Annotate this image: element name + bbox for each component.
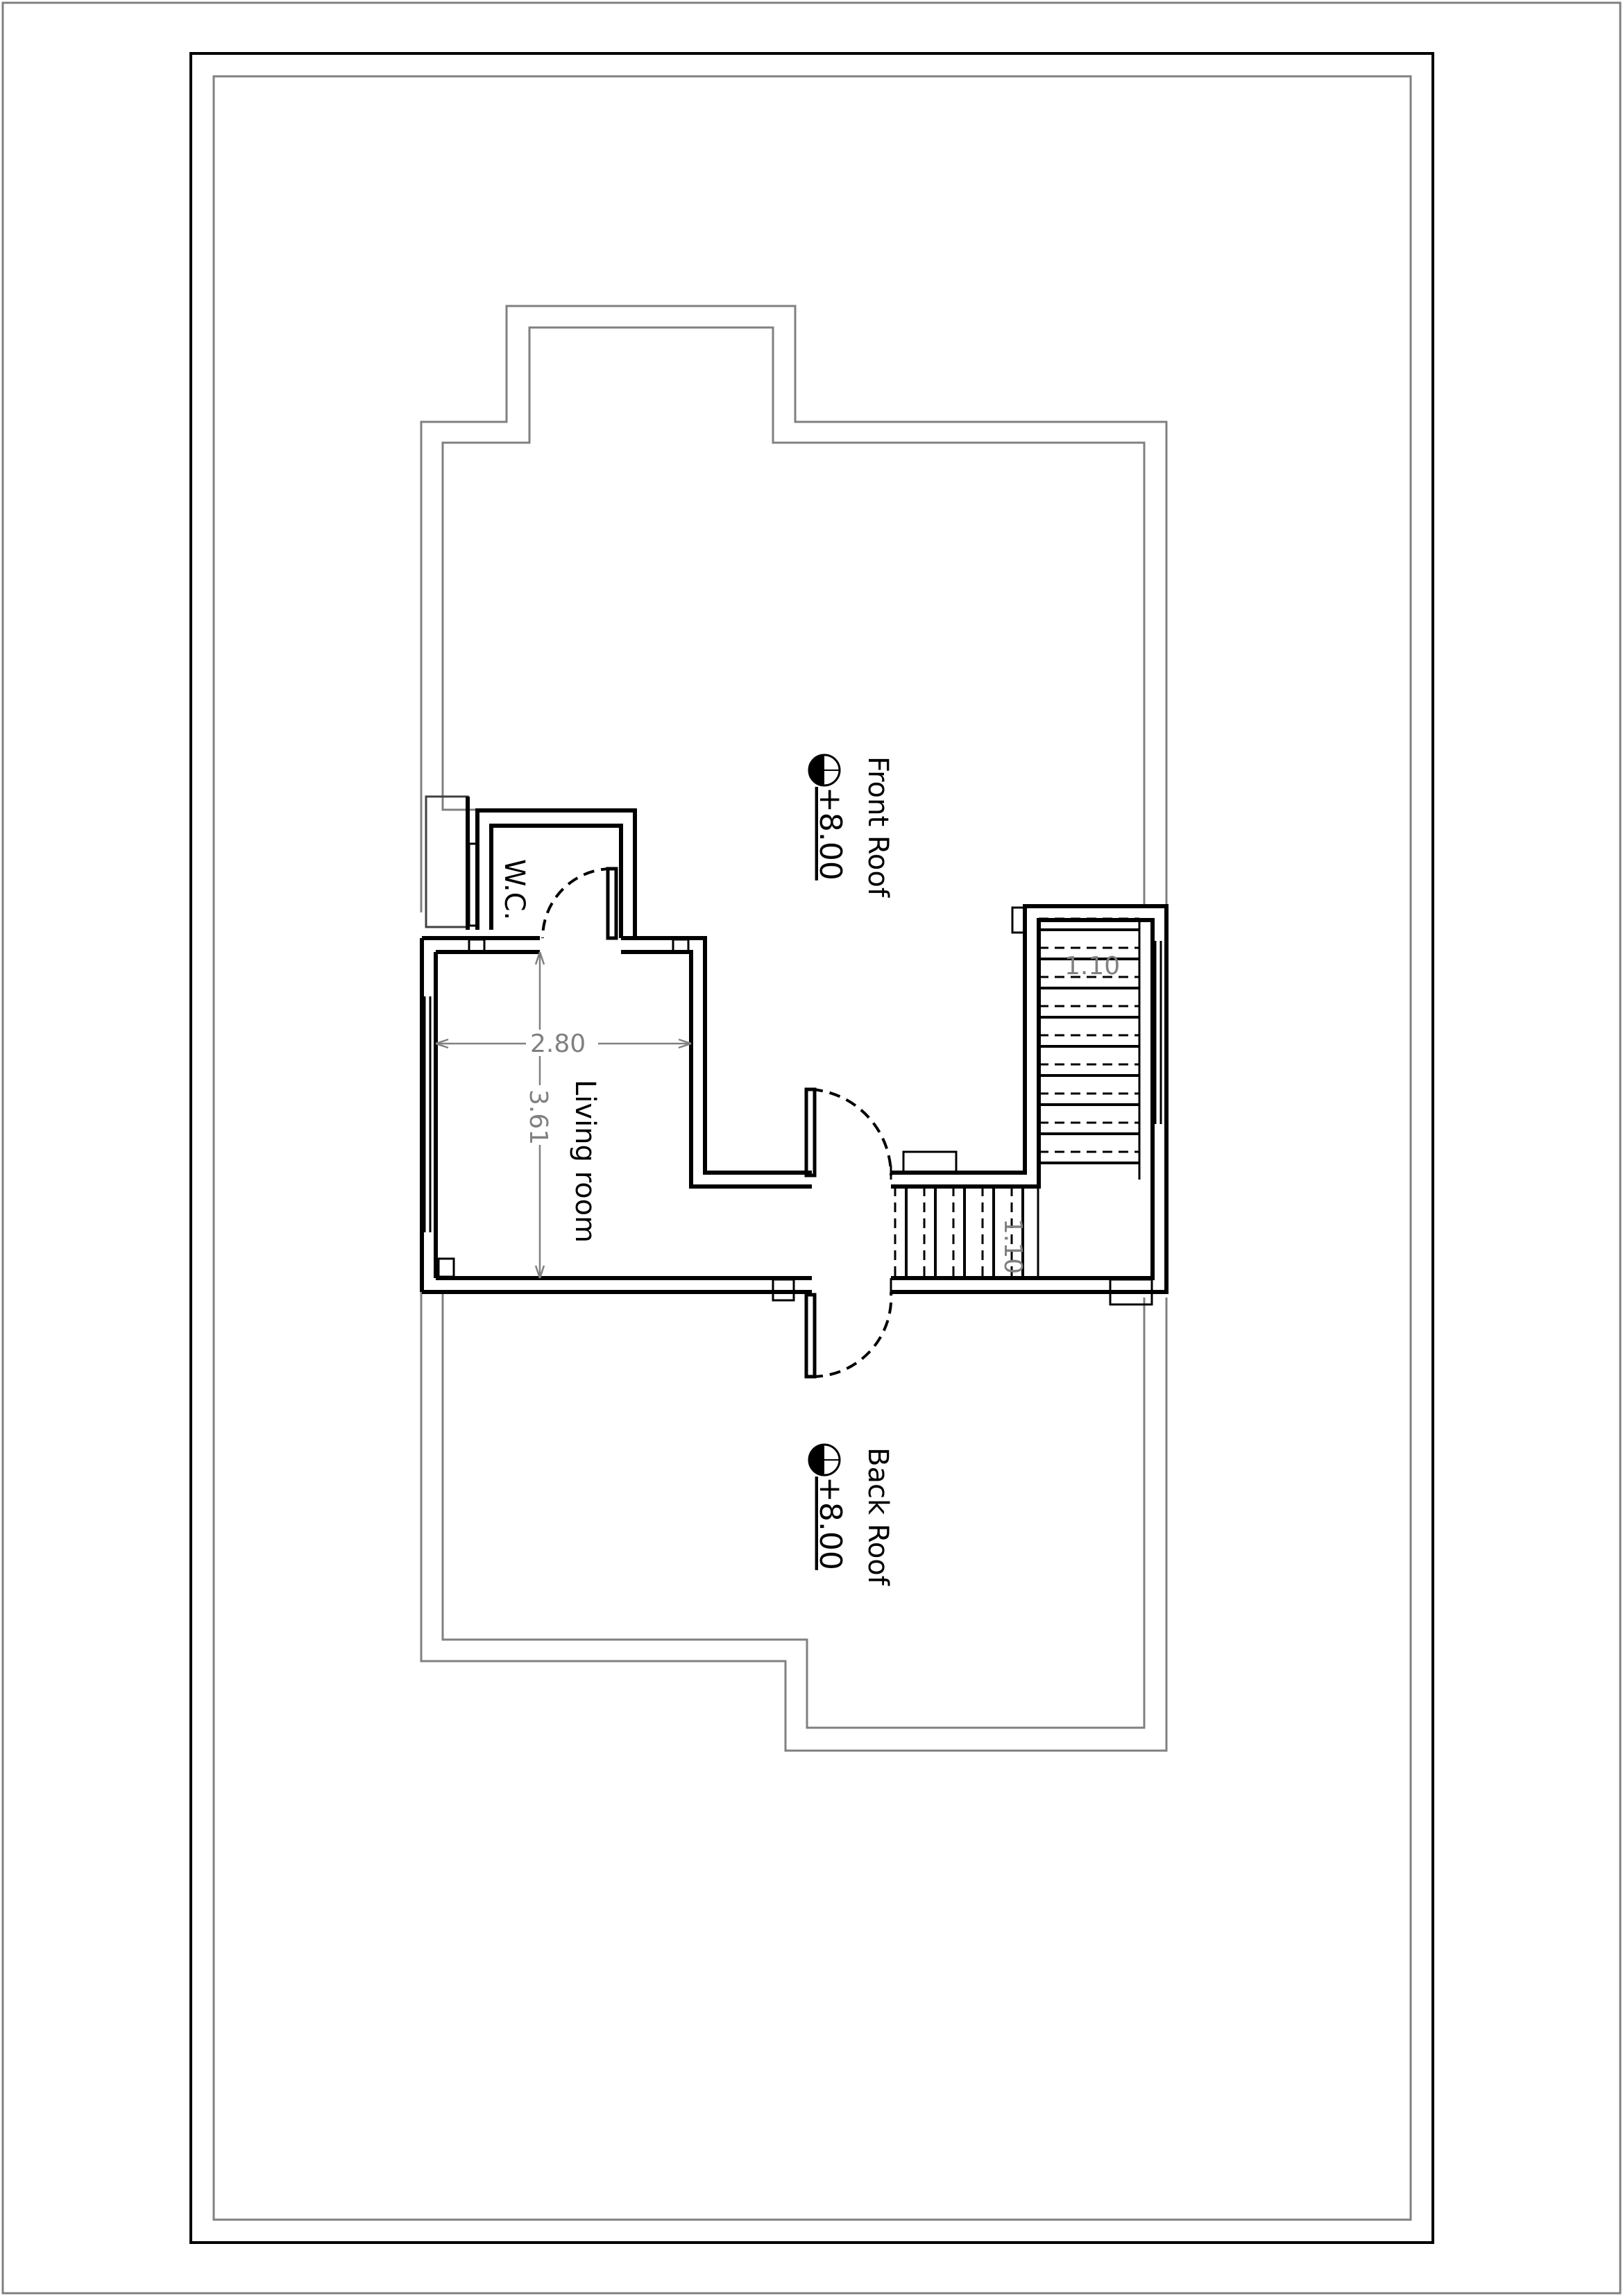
- back-roof-level: +8.00: [813, 1477, 848, 1570]
- front-roof-level: +8.00: [813, 787, 848, 881]
- back-roof-parapet-outer: [420, 1292, 1168, 1752]
- stair-upper-dimension-label: 1.10: [1064, 952, 1120, 980]
- back-roof-door: [772, 1278, 893, 1379]
- stair-upper-flight: [1039, 917, 1141, 1180]
- stair-landing-door: [804, 1087, 893, 1180]
- wc-door: [541, 867, 618, 940]
- sheet-frame: [189, 52, 1434, 2244]
- living-room-label: Living room: [569, 1080, 601, 1243]
- front-roof-label: Front Roof: [862, 756, 894, 898]
- stair-core-walls: [891, 904, 1169, 1306]
- stair-window: [1154, 941, 1162, 1124]
- stair-lower-dimension-label: 1.10: [999, 1218, 1027, 1274]
- front-roof-parapet-inner: [441, 326, 1146, 907]
- dimension-width-label: 2.80: [530, 1030, 586, 1058]
- back-roof-level-marker: [808, 1443, 841, 1477]
- back-roof-parapet-inner: [441, 1292, 1146, 1729]
- wc-label: W.C.: [498, 859, 530, 920]
- living-room-window: [423, 996, 432, 1232]
- living-room-walls: [420, 936, 812, 1294]
- sheet-inner-frame: [212, 75, 1412, 2221]
- stair-lower-flight: [894, 1150, 1039, 1278]
- wc-walls: [425, 795, 637, 938]
- front-roof-parapet-outer: [420, 305, 1168, 912]
- dimension-depth-label: 3.61: [524, 1089, 552, 1145]
- front-roof-level-marker: [808, 754, 841, 787]
- back-roof-label: Back Roof: [862, 1447, 894, 1586]
